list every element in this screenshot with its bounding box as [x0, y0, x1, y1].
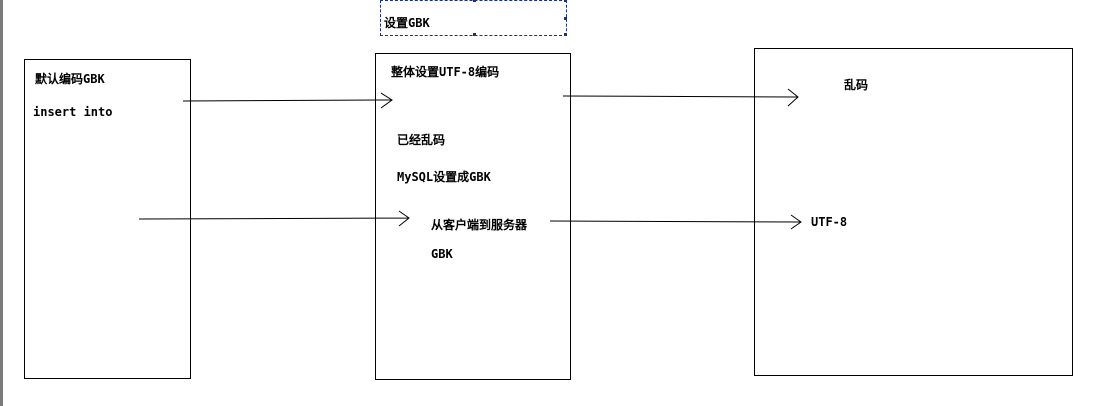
- server-box[interactable]: [375, 53, 571, 380]
- window-left-edge: [0, 0, 3, 406]
- server-gbk: GBK: [431, 247, 453, 261]
- client-statement: insert into: [33, 105, 113, 119]
- selected-textbox-text: 设置GBK: [384, 16, 430, 30]
- server-mysql-setting: MySQL设置成GBK: [397, 170, 491, 184]
- resize-handle-bottom-right[interactable]: [564, 33, 567, 36]
- resize-handle-middle-right[interactable]: [564, 17, 567, 20]
- server-client-to-server: 从客户端到服务器: [431, 218, 528, 232]
- server-title: 整体设置UTF-8编码: [391, 65, 500, 79]
- client-default-encoding: 默认编码GBK: [35, 72, 105, 86]
- server-already-garbled: 已经乱码: [397, 133, 446, 147]
- resize-handle-top-right[interactable]: [564, 0, 567, 2]
- result-garbled: 乱码: [844, 78, 869, 92]
- result-utf8: UTF-8: [811, 215, 848, 229]
- arrow-client-to-server-top[interactable]: [182, 92, 393, 109]
- result-box[interactable]: [754, 48, 1073, 376]
- selected-textbox[interactable]: [380, 0, 567, 36]
- resize-handle-top-middle[interactable]: [473, 0, 476, 2]
- resize-handle-bottom-middle[interactable]: [473, 33, 476, 36]
